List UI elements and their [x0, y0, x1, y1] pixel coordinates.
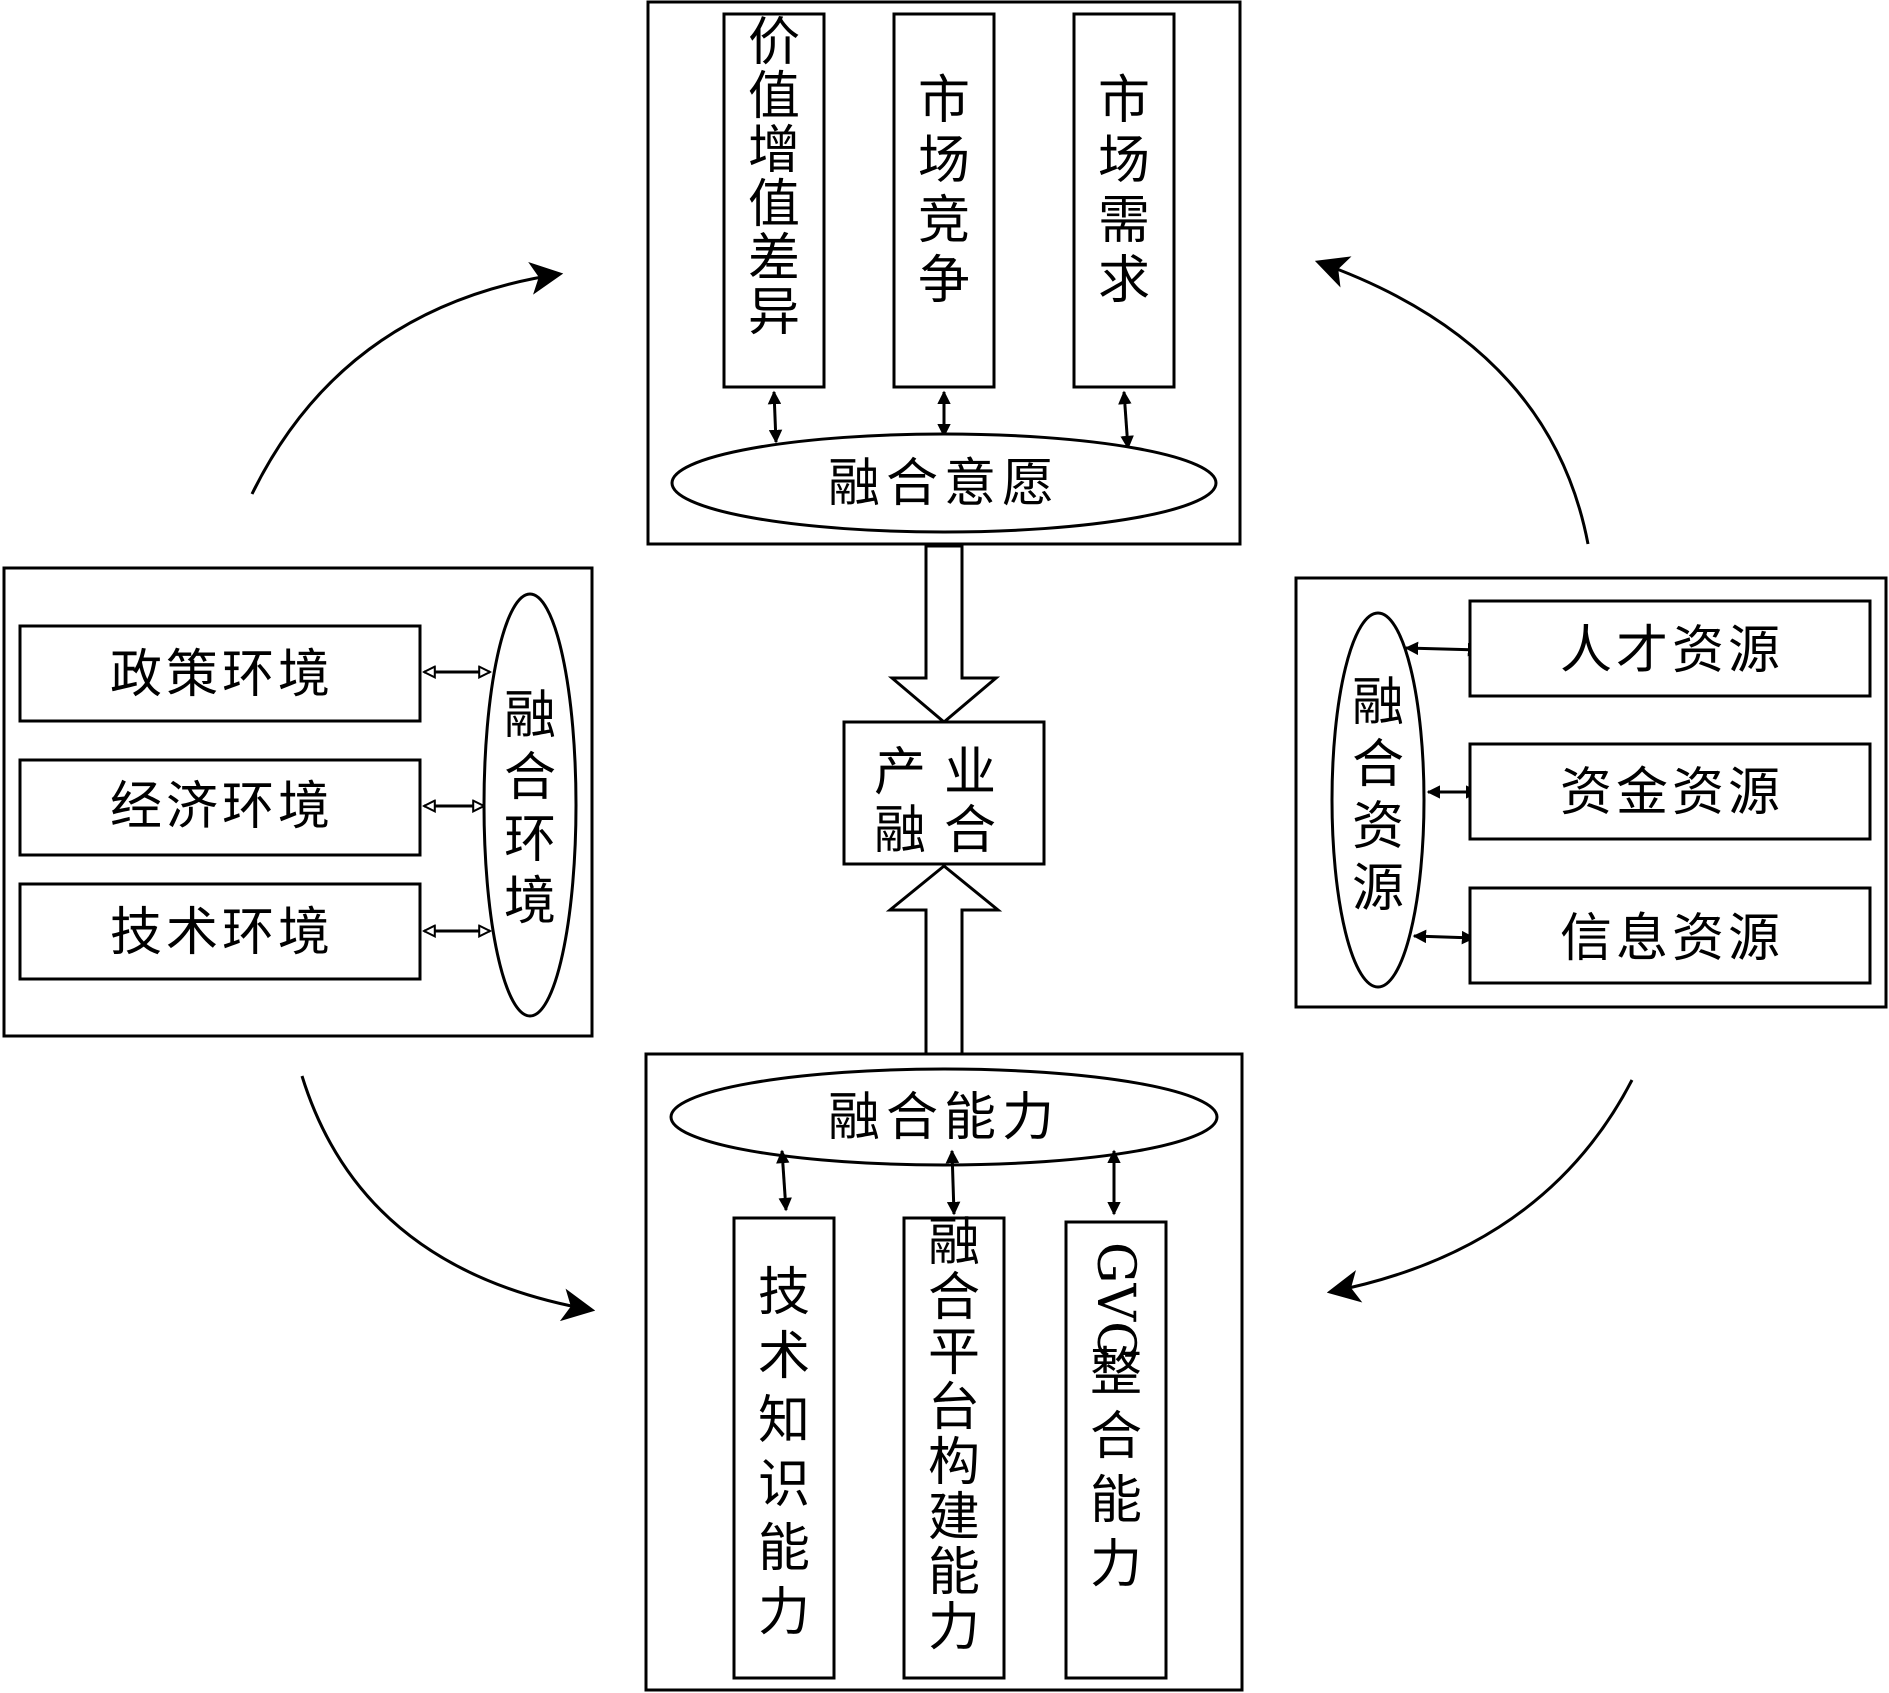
talent-res-label: 人才资源	[1560, 621, 1784, 681]
resource-label: 融合资源	[1352, 673, 1404, 919]
capability-label: 融合能力	[828, 1088, 1060, 1148]
tech-knowledge-box	[732, 1216, 836, 1680]
market-competition-label: 市场竞争	[918, 71, 970, 311]
willingness-ellipse	[670, 432, 1218, 534]
market-demand-box	[1072, 12, 1176, 389]
environment-label: 融合环境	[504, 686, 556, 932]
info-res-label: 信息资源	[1560, 909, 1784, 969]
platform-building-box	[902, 1216, 1006, 1680]
connector-arrow	[945, 1149, 961, 1216]
economic-env-box	[18, 758, 422, 857]
up-block-arrow	[885, 864, 1003, 1056]
market-competition-box	[892, 12, 996, 389]
resource-ellipse	[1330, 611, 1426, 989]
connector-arrow	[1404, 641, 1482, 657]
capability-group: 融合能力 技术知识能力 融合平台构建能力 整合能力 GVC	[644, 1052, 1244, 1692]
center-group: 产业 融合	[842, 544, 1046, 1056]
gvc-integration-box	[1064, 1220, 1168, 1680]
tech-knowledge-label: 技术知识能力	[758, 1263, 810, 1643]
curved-arrow-right-to-top	[1314, 256, 1590, 545]
tech-env-label: 技术环境	[110, 903, 334, 963]
curved-arrow-left-to-top	[250, 262, 564, 495]
down-block-arrow	[887, 544, 1001, 724]
value-difference-label: 价值增值差异	[748, 13, 800, 343]
talent-res-box	[1468, 599, 1872, 698]
connector-arrow	[776, 1149, 792, 1212]
platform-building-label: 融合平台构建能力	[928, 1213, 980, 1658]
connector-arrow	[1118, 390, 1134, 450]
industry-convergence-line1: 产业	[874, 743, 1014, 803]
policy-env-box	[18, 624, 422, 723]
curved-arrow-right-to-bottom	[1326, 1079, 1634, 1303]
gvc-integration-label: 整合能力	[1090, 1343, 1142, 1595]
resource-group: 融合资源 人才资源 资金资源 信息资源	[1294, 576, 1888, 1009]
environment-ellipse	[482, 592, 578, 1018]
info-res-box	[1468, 886, 1872, 985]
willingness-group: 价值增值差异 市场竞争 市场需求 融合意愿	[646, 0, 1242, 546]
market-demand-label: 市场需求	[1098, 71, 1150, 311]
cycle-arrows	[250, 256, 1634, 1322]
environment-group: 政策环境 经济环境 技术环境 融合环境	[2, 566, 594, 1038]
connector-arrow	[767, 390, 783, 444]
connector-arrow	[1412, 929, 1476, 945]
willingness-label: 融合意愿	[828, 454, 1060, 514]
industry-convergence-line2: 融合	[874, 801, 1014, 861]
curved-arrow-left-to-bottom	[300, 1075, 596, 1322]
industry-convergence-box	[842, 720, 1046, 866]
economic-env-label: 经济环境	[110, 777, 334, 837]
capability-ellipse	[669, 1067, 1219, 1167]
tech-env-box	[18, 882, 422, 981]
capital-res-label: 资金资源	[1560, 763, 1784, 823]
value-difference-box	[722, 12, 826, 389]
svg-text:GVC: GVC	[1085, 1242, 1145, 1361]
capital-res-box	[1468, 742, 1872, 841]
policy-env-label: 政策环境	[110, 645, 334, 705]
